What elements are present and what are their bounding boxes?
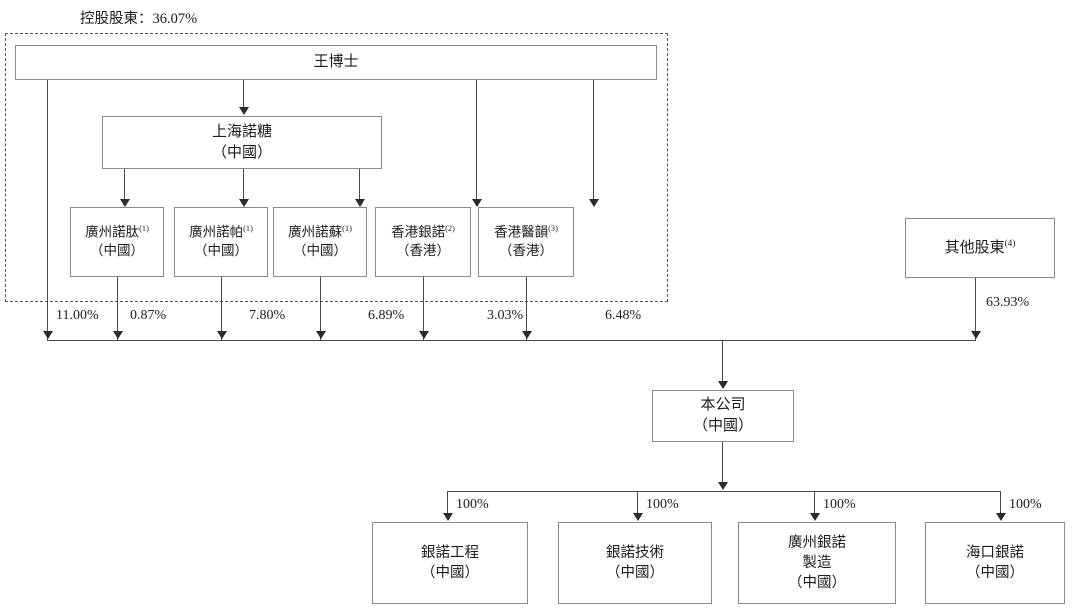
connector-other-shareholders-to-company-bus: [975, 278, 976, 340]
arrow-entity-0-to-bus: [112, 331, 123, 339]
arrow-founder-direct-to-bus: [42, 331, 53, 339]
arrow-founder-to-hk-yiyun: [588, 199, 599, 207]
node-entity-4-label: 香港醫韻(3): [494, 224, 558, 240]
percent-entity-2: 6.89%: [368, 308, 405, 323]
percent-entity-3: 3.03%: [487, 308, 524, 323]
node-entity-2[interactable]: 廣州諾蘇(1) （中國）: [273, 207, 367, 277]
connector-bus-to-subsidiary-0: [447, 491, 448, 515]
connector-subsidiary-bus: [447, 491, 1000, 492]
node-entity-3[interactable]: 香港銀諾(2) （香港）: [375, 207, 471, 277]
percent-subsidiary-1: 100%: [646, 497, 679, 512]
connector-company-down: [722, 442, 723, 484]
node-entity-0-label: 廣州諾肽(1): [85, 224, 149, 240]
arrow-shanghai-to-gz-nuosu: [354, 199, 365, 207]
connector-shanghai-to-gz-nuosu: [359, 169, 360, 200]
arrow-entity-2-to-bus: [315, 331, 326, 339]
node-entity-1-label: 廣州諾帕(1): [189, 224, 253, 240]
node-entity-3-jurisdiction: （香港）: [396, 243, 450, 259]
node-subsidiary-3[interactable]: 海口銀諾 （中國）: [925, 522, 1065, 604]
connector-founder-to-shanghai: [243, 80, 244, 108]
node-entity-0-jurisdiction: （中國）: [90, 243, 144, 259]
node-subsidiary-2[interactable]: 廣州銀諾 製造 （中國）: [738, 522, 896, 604]
arrow-entity-1-to-bus: [216, 331, 227, 339]
connector-bus-to-company: [47, 340, 976, 341]
node-shanghai-nuotang-label: 上海諾糖: [211, 123, 272, 140]
node-entity-1[interactable]: 廣州諾帕(1) （中國）: [174, 207, 268, 277]
percent-other-shareholders: 63.93%: [986, 295, 1030, 310]
node-subsidiary-3-jurisdiction: （中國）: [966, 565, 1024, 581]
connector-entity-0-to-company-bus: [117, 277, 118, 340]
node-company-label: 本公司: [700, 397, 746, 414]
arrow-to-subsidiary-2: [809, 513, 820, 521]
connector-founder-to-hk-yinnuo: [476, 80, 477, 200]
node-subsidiary-1-jurisdiction: （中國）: [606, 565, 664, 581]
node-subsidiary-1-label: 銀諾技術: [606, 545, 664, 561]
node-entity-0[interactable]: 廣州諾肽(1) （中國）: [70, 207, 164, 277]
node-shanghai-nuotang[interactable]: 上海諾糖 （中國）: [102, 116, 382, 169]
percent-subsidiary-3: 100%: [1009, 497, 1042, 512]
node-subsidiary-0-jurisdiction: （中國）: [421, 565, 479, 581]
node-subsidiary-3-label: 海口銀諾: [966, 545, 1024, 561]
node-other-shareholders-label: 其他股東(4): [944, 238, 1016, 256]
connector-founder-to-hk-yiyun: [593, 80, 594, 200]
connector-founder-direct: [47, 80, 48, 340]
arrow-to-subsidiary-3: [995, 513, 1006, 521]
percent-subsidiary-2: 100%: [823, 497, 856, 512]
connector-bus-to-subsidiary-1: [637, 491, 638, 515]
node-shanghai-nuotang-jurisdiction: （中國）: [211, 144, 272, 161]
arrow-bus-to-company: [717, 381, 728, 389]
percent-entity-1: 7.80%: [249, 308, 286, 323]
connector-bus-to-subsidiary-3: [1000, 491, 1001, 515]
controlling-shareholder-group-region: [5, 33, 668, 302]
arrow-to-subsidiary-1: [632, 513, 643, 521]
arrow-entity-4-to-bus: [521, 331, 532, 339]
arrow-to-subsidiary-0: [442, 513, 453, 521]
arrow-founder-to-shanghai: [238, 107, 249, 115]
connector-entity-2-to-company-bus: [320, 277, 321, 340]
percent-subsidiary-0: 100%: [456, 497, 489, 512]
node-other-shareholders[interactable]: 其他股東(4): [905, 218, 1055, 278]
node-entity-2-jurisdiction: （中國）: [293, 243, 347, 259]
chart-title: 控股股東：36.07%: [80, 11, 198, 27]
connector-entity-1-to-company-bus: [221, 277, 222, 340]
node-subsidiary-2-label: 廣州銀諾: [788, 535, 846, 551]
node-subsidiary-2-label-line2: 製造: [802, 555, 832, 571]
node-company-jurisdiction: （中國）: [692, 418, 753, 434]
arrow-founder-to-hk-yinnuo: [471, 199, 482, 207]
connector-entity-4-to-company-bus: [526, 277, 527, 340]
connector-bus-to-subsidiary-2: [814, 491, 815, 515]
arrow-shanghai-to-gz-nuotai: [119, 199, 130, 207]
percent-entity-0: 0.87%: [130, 308, 167, 323]
node-founder[interactable]: 王博士: [15, 45, 657, 80]
node-subsidiary-0[interactable]: 銀諾工程 （中國）: [372, 522, 528, 604]
node-subsidiary-2-jurisdiction: （中國）: [788, 575, 846, 591]
percent-founder-direct: 11.00%: [56, 308, 99, 323]
arrow-shanghai-to-gz-nuopa: [238, 199, 249, 207]
percent-entity-4: 6.48%: [605, 308, 642, 323]
arrow-entity-3-to-bus: [418, 331, 429, 339]
connector-shanghai-to-gz-nuopa: [243, 169, 244, 200]
arrow-other-shareholders-to-bus: [970, 331, 981, 339]
node-entity-4[interactable]: 香港醫韻(3) （香港）: [478, 207, 574, 277]
node-company[interactable]: 本公司 （中國）: [652, 390, 794, 442]
node-founder-label: 王博士: [313, 54, 359, 71]
node-subsidiary-0-label: 銀諾工程: [421, 545, 479, 561]
connector-entity-3-to-company-bus: [423, 277, 424, 340]
node-entity-1-jurisdiction: （中國）: [194, 243, 248, 259]
node-subsidiary-1[interactable]: 銀諾技術 （中國）: [558, 522, 712, 604]
node-entity-3-label: 香港銀諾(2): [391, 224, 455, 240]
node-entity-2-label: 廣州諾蘇(1): [288, 224, 352, 240]
connector-bus-down-to-company: [722, 340, 723, 383]
arrow-company-to-subsidiary-bus: [717, 482, 728, 490]
connector-shanghai-to-gz-nuotai: [124, 169, 125, 200]
node-entity-4-jurisdiction: （香港）: [499, 243, 553, 259]
